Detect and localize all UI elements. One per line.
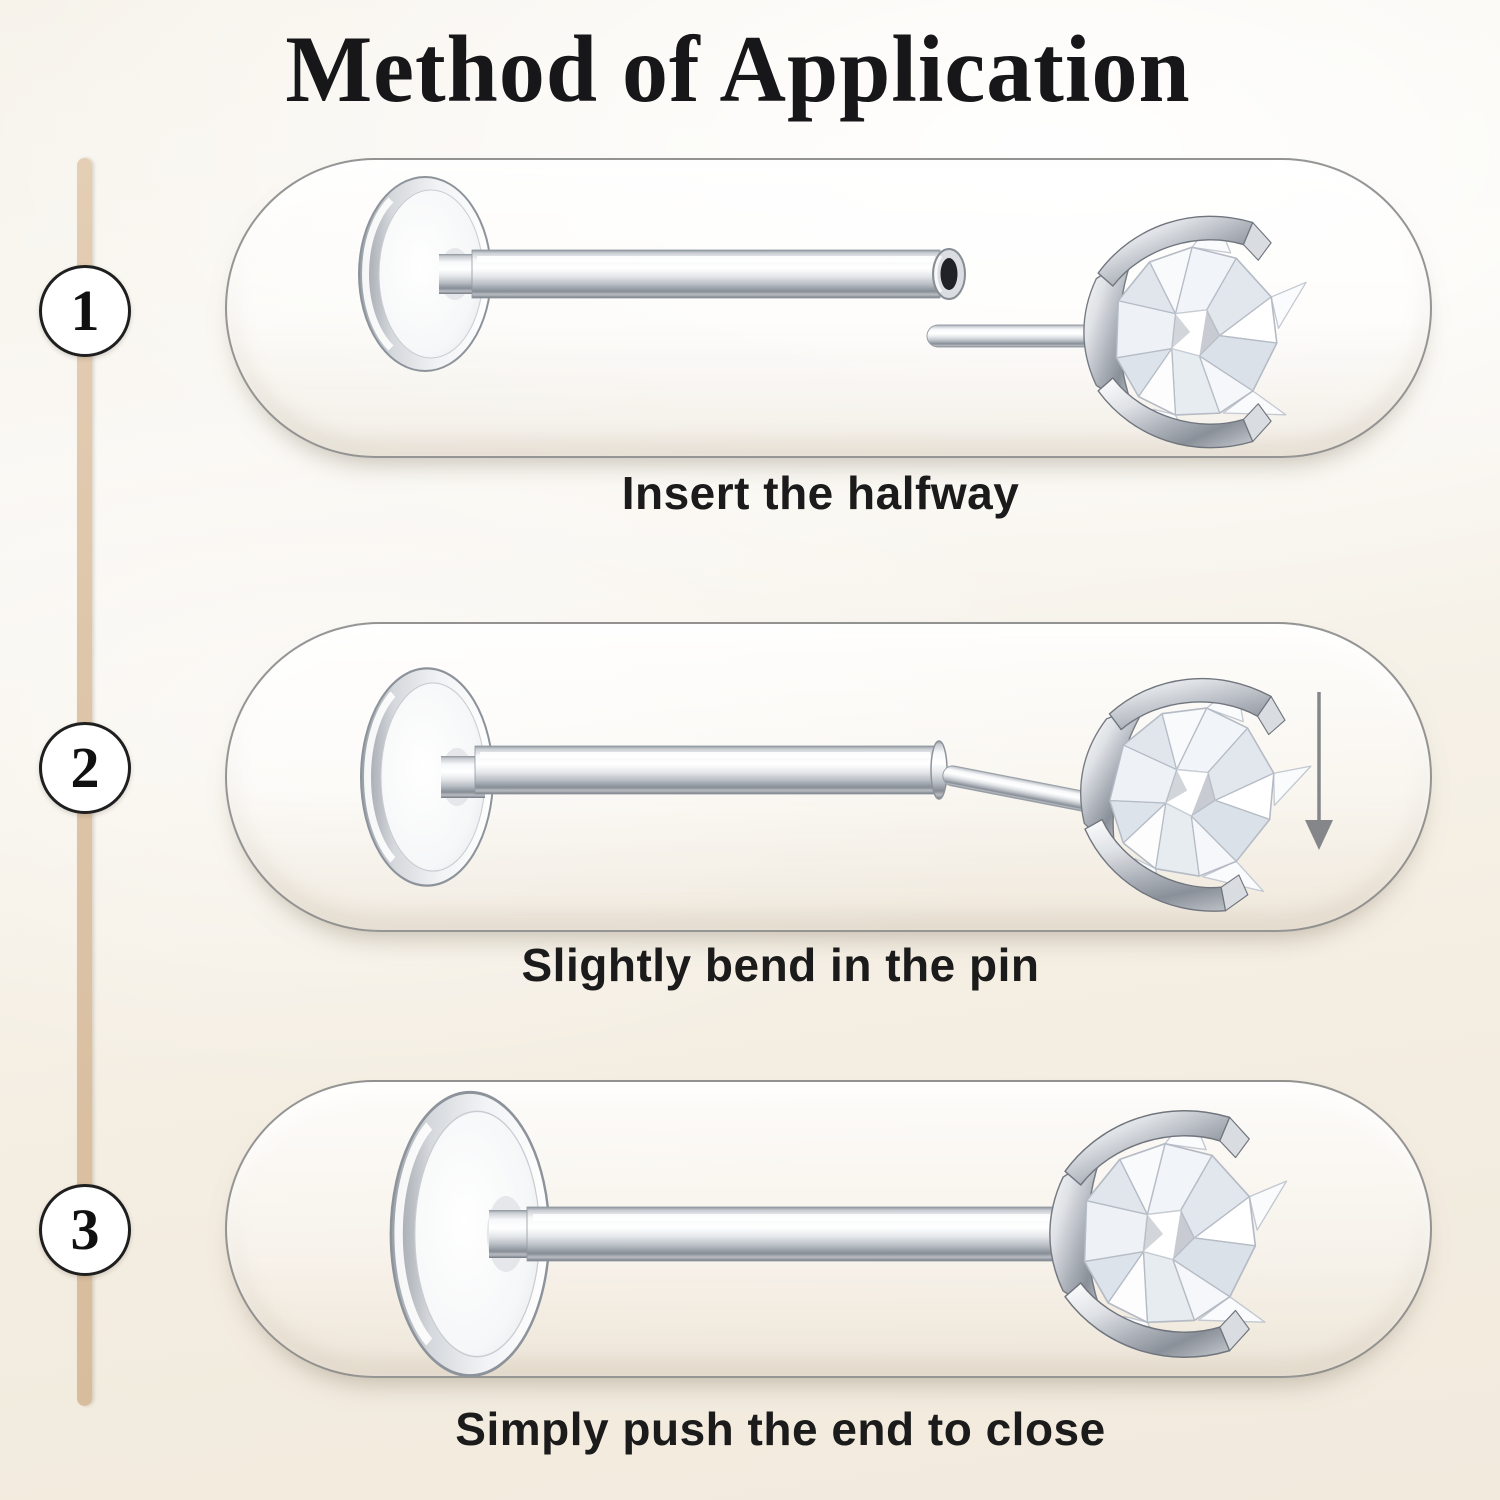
page-title: Method of Application <box>285 15 1191 123</box>
step-3-panel <box>225 1080 1432 1378</box>
step-3-badge: 3 <box>39 1184 131 1276</box>
crystal-gem-icon <box>1082 215 1307 449</box>
crystal-gem-icon <box>1058 654 1326 929</box>
step-3-number: 3 <box>70 1197 100 1262</box>
illustration-step-3 <box>227 1082 1288 1380</box>
push-pin <box>926 324 1103 348</box>
illustration-step-1 <box>227 160 1307 449</box>
post-highlight <box>480 752 930 758</box>
post-highlight <box>477 256 935 262</box>
step-1-badge: 1 <box>39 265 131 357</box>
step-1-panel <box>225 158 1432 458</box>
crystal-gem-icon <box>1048 1109 1288 1359</box>
step-2-number: 2 <box>70 735 100 800</box>
step-3-caption: Simply push the end to close <box>455 1403 1106 1455</box>
illustration-step-2 <box>227 654 1333 929</box>
push-pin-bent <box>942 765 1103 814</box>
step-1-number: 1 <box>70 278 100 343</box>
post-highlight <box>533 1214 1067 1221</box>
step-2-badge: 2 <box>39 722 131 814</box>
step-2-panel <box>225 622 1432 932</box>
step-2-caption: Slightly bend in the pin <box>521 939 1040 991</box>
down-arrow-icon <box>1305 692 1333 850</box>
step-1-caption: Insert the halfway <box>621 467 1020 519</box>
post-opening <box>932 248 966 300</box>
